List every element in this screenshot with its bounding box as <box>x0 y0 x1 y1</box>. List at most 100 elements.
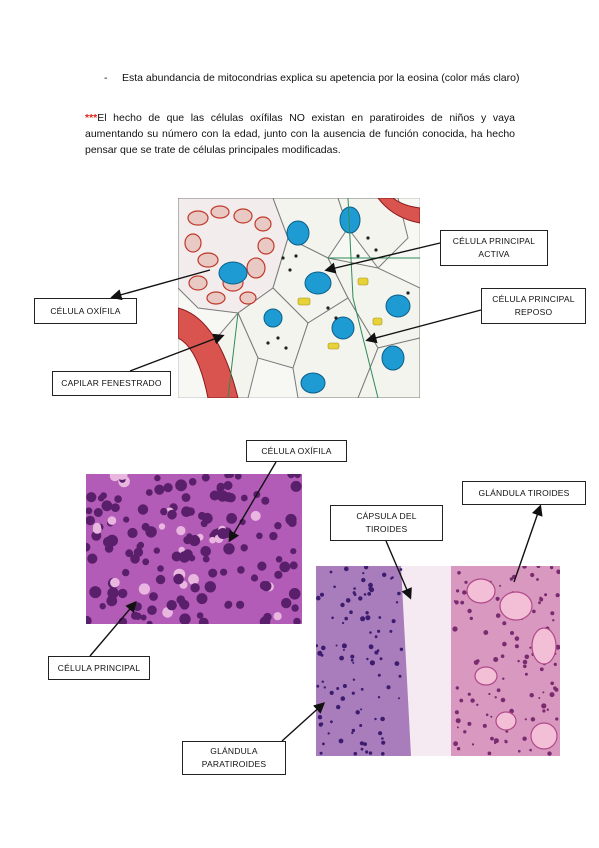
cell-nucleus <box>136 543 143 550</box>
cell-nucleus <box>544 593 548 597</box>
cell-nucleus <box>316 644 319 648</box>
cell-nucleus <box>331 616 334 620</box>
cell-nucleus <box>240 544 248 552</box>
cell-nucleus <box>261 581 272 592</box>
cell-nucleus <box>145 526 157 538</box>
cell-nucleus <box>397 591 401 596</box>
cell-nucleus <box>340 602 345 608</box>
cell-nucleus <box>188 535 201 547</box>
cell-nucleus <box>368 751 373 755</box>
cell-nucleus <box>355 710 360 715</box>
cell-nucleus <box>290 480 302 492</box>
cell-nucleus <box>188 478 197 486</box>
cell-nucleus <box>358 596 363 601</box>
cell-nucleus <box>473 660 479 665</box>
cell-nucleus <box>529 693 534 698</box>
cell-nucleus <box>374 635 378 639</box>
cell-nucleus <box>363 593 367 596</box>
cell-nucleus <box>153 547 160 554</box>
cell-nucleus <box>107 516 117 525</box>
cell-nucleus <box>522 736 527 741</box>
cell-nucleus <box>390 577 393 580</box>
cell-nucleus <box>279 561 291 573</box>
cell-nucleus <box>344 566 349 572</box>
cell-nucleus <box>539 597 544 602</box>
cell-nucleus <box>109 474 121 482</box>
cell-nucleus <box>510 631 514 635</box>
cell-nucleus <box>275 556 283 563</box>
cell-nucleus <box>542 709 546 713</box>
cell-nucleus <box>285 513 297 526</box>
cell-nucleus <box>140 614 147 621</box>
cell-nucleus <box>495 596 500 601</box>
cell-nucleus <box>142 558 150 566</box>
cell-nucleus <box>462 590 467 595</box>
cell-nucleus <box>524 672 528 676</box>
cell-nucleus <box>86 542 91 552</box>
cell-nucleus <box>536 578 539 581</box>
cell-nucleus <box>549 566 554 570</box>
cell-nucleus <box>181 493 191 502</box>
cell-nucleus <box>226 513 238 524</box>
cell-nucleus <box>381 737 384 740</box>
cell-nucleus <box>502 621 507 626</box>
cell-nucleus <box>145 489 153 496</box>
cell-nucleus <box>198 617 209 624</box>
cell-nucleus <box>378 731 383 736</box>
cell-nucleus <box>167 509 177 520</box>
cell-nucleus <box>464 580 468 584</box>
cell-nucleus <box>293 617 301 624</box>
cell-nucleus <box>223 543 235 555</box>
cell-nucleus <box>147 605 157 615</box>
cell-nucleus <box>377 673 381 677</box>
cell-nucleus <box>378 616 382 619</box>
cell-nucleus <box>555 717 559 721</box>
cell-nucleus <box>223 481 233 490</box>
cell-nucleus <box>459 698 464 703</box>
cell-nucleus <box>360 687 364 691</box>
cell-nucleus <box>217 528 229 539</box>
cell-nucleus <box>130 554 140 564</box>
cell-nucleus <box>523 664 527 669</box>
cell-nucleus <box>240 494 248 502</box>
cell-nucleus <box>179 613 191 624</box>
cell-nucleus <box>546 708 549 711</box>
cell-nucleus <box>125 549 134 558</box>
cell-nucleus <box>553 662 557 666</box>
cell-nucleus <box>456 747 461 751</box>
cell-nucleus <box>196 593 208 605</box>
cell-nucleus <box>146 620 153 624</box>
cell-nucleus <box>87 553 98 564</box>
cell-nucleus <box>237 566 245 574</box>
cell-nucleus <box>500 697 506 703</box>
cell-nucleus <box>209 536 216 544</box>
cell-nucleus <box>321 645 326 651</box>
cell-nucleus <box>261 496 270 505</box>
cell-nucleus <box>361 577 366 583</box>
cell-nucleus <box>530 717 536 722</box>
cell-nucleus <box>196 612 204 619</box>
cell-nucleus <box>160 507 168 516</box>
label-capilar-fenestrado: CAPILAR FENESTRADO <box>52 371 171 396</box>
cell-nucleus <box>360 708 363 711</box>
cell-nucleus <box>216 490 229 502</box>
cell-nucleus <box>359 724 363 727</box>
cell-nucleus <box>329 690 334 695</box>
cell-nucleus <box>340 696 346 701</box>
bullet-text: Esta abundancia de mitocondrias explica … <box>122 72 520 84</box>
cell-nucleus <box>200 546 211 557</box>
cell-nucleus <box>453 600 456 603</box>
cell-nucleus <box>93 508 103 517</box>
cell-nucleus <box>381 752 385 756</box>
cell-nucleus <box>114 495 122 503</box>
cell-nucleus <box>547 751 552 756</box>
cell-nucleus <box>149 592 158 601</box>
cell-nucleus <box>188 574 199 585</box>
cell-nucleus <box>487 751 492 756</box>
cell-nucleus <box>398 697 400 700</box>
label-glandula-tiroides: GLÁNDULA TIROIDES <box>462 481 586 505</box>
cell-nucleus <box>467 721 472 726</box>
cell-nucleus <box>250 510 261 521</box>
cell-nucleus <box>524 654 530 660</box>
cell-nucleus <box>86 492 97 503</box>
